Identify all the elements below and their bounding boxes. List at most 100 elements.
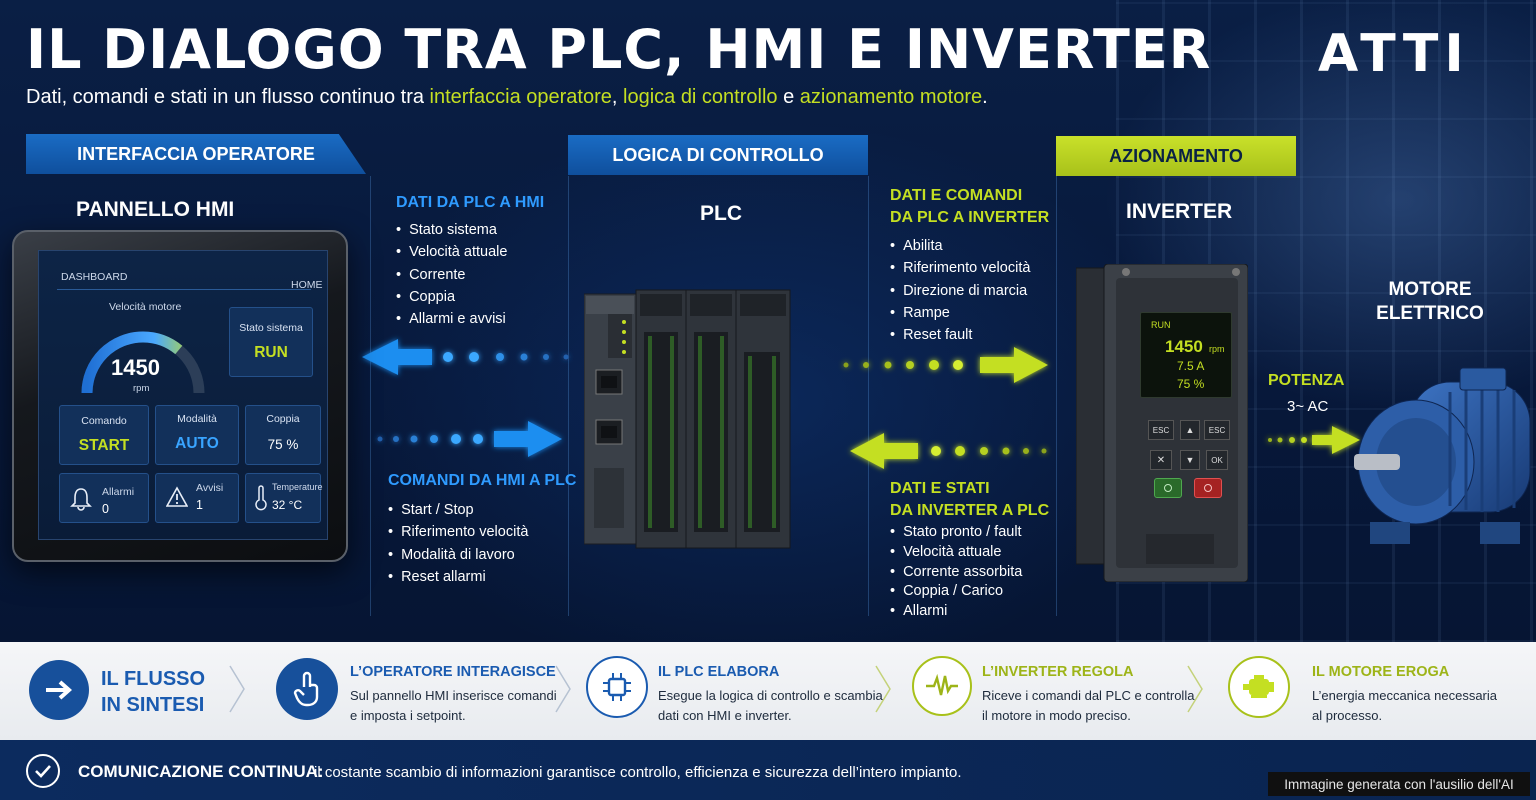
- list-item: Stato pronto / fault: [890, 523, 1022, 543]
- chevron-right-icon: [1187, 665, 1203, 713]
- hmi-tile-mode[interactable]: Modalità AUTO: [155, 405, 239, 465]
- inverter-load: 75 %: [1177, 377, 1205, 391]
- start-icon: [1164, 484, 1172, 492]
- waveform-icon: [912, 656, 972, 716]
- inverter-key-up[interactable]: ▲: [1180, 420, 1200, 440]
- list-item: Velocità attuale: [890, 543, 1022, 563]
- banner-operator-interface: INTERFACCIA OPERATORE: [26, 134, 366, 174]
- summary-title-line: IL FLUSSO: [101, 668, 206, 690]
- step-title-plc: IL PLC ELABORA: [658, 664, 780, 680]
- list-item: Corrente assorbita: [890, 563, 1022, 583]
- section-title-hmi: PANNELLO HMI: [76, 198, 235, 221]
- list-item: Coppia / Carico: [890, 582, 1022, 602]
- power-label: POTENZA: [1268, 372, 1345, 389]
- section-title-motor: MOTORE ELETTRICO: [1376, 279, 1484, 324]
- arrow-right-icon: [29, 660, 89, 720]
- inverter-status: RUN: [1151, 320, 1171, 330]
- section-title-plc: PLC: [700, 202, 742, 225]
- inverter-key-ok[interactable]: OK: [1206, 450, 1228, 470]
- inverter-key-down[interactable]: ▼: [1180, 450, 1200, 470]
- arrow-plc-to-inverter: [843, 347, 1048, 383]
- triangle-up-icon: ▲: [1185, 425, 1195, 435]
- list-item: Reset allarmi: [388, 566, 528, 588]
- summary-title: IL FLUSSO IN SINTESI: [101, 666, 205, 718]
- subtitle-highlight-operator: interfaccia operatore: [429, 86, 612, 108]
- inverter-key-close[interactable]: ✕: [1150, 450, 1172, 470]
- tile-value: 32 °C: [272, 498, 303, 512]
- check-circle-icon: [26, 754, 60, 788]
- inverter-speed: 1450: [1165, 337, 1203, 356]
- hmi-tile-command[interactable]: Comando START: [59, 405, 149, 465]
- page-title: IL DIALOGO TRA PLC, HMI E INVERTER: [26, 18, 1212, 81]
- inverter-key-esc-2[interactable]: ESC: [1204, 420, 1230, 440]
- tile-value: 0: [102, 502, 109, 516]
- tile-value: RUN: [254, 344, 288, 361]
- step-text-line: dati con HMI e inverter.: [658, 708, 792, 723]
- step-text-line: e imposta i setpoint.: [350, 708, 466, 723]
- list-item: Direzione di marcia: [890, 280, 1030, 302]
- flow-title-inverter-to-plc: DATI E STATI DA INVERTER A PLC: [890, 478, 1049, 522]
- step-text-line: al processo.: [1312, 708, 1383, 723]
- hmi-tile-temperature[interactable]: Temperature 32 °C: [245, 473, 323, 523]
- tile-label: Avvisi: [196, 482, 224, 494]
- flow-arrows: [362, 339, 1360, 469]
- list-item: Abilita: [890, 235, 1030, 257]
- hmi-speed-unit: rpm: [133, 383, 150, 394]
- chevron-right-icon: [875, 665, 891, 713]
- tile-label: Coppia: [266, 413, 300, 425]
- flow-title-line: DATI E STATI: [890, 480, 990, 497]
- banner-control-logic: LOGICA DI CONTROLLO: [568, 135, 868, 175]
- divider: [1056, 176, 1057, 616]
- touch-hand-icon: [276, 658, 338, 720]
- flow-title-line: DATI E COMANDI: [890, 187, 1023, 204]
- tile-label: Stato sistema: [239, 322, 303, 334]
- hmi-home-button[interactable]: HOME: [291, 279, 323, 291]
- chevron-right-icon: [229, 665, 245, 713]
- summary-title-line: IN SINTESI: [101, 694, 205, 716]
- divider: [568, 176, 569, 616]
- divider: [868, 176, 869, 616]
- inverter-stop-button[interactable]: [1194, 478, 1222, 498]
- tile-value: 1: [196, 498, 203, 512]
- subtitle-text: e: [777, 86, 800, 108]
- warning-icon: [166, 486, 188, 507]
- page-subtitle: Dati, comandi e stati in un flusso conti…: [26, 86, 988, 109]
- hmi-tile-alarms[interactable]: Allarmi 0: [59, 473, 149, 523]
- step-title-motor: IL MOTORE EROGA: [1312, 664, 1450, 680]
- inverter-speed-unit: rpm: [1209, 344, 1225, 354]
- hmi-tile-system-status[interactable]: Stato sistema RUN: [229, 307, 313, 377]
- tile-value: START: [78, 437, 130, 454]
- inverter-start-button[interactable]: [1154, 478, 1182, 498]
- flow-list-plc-to-hmi: Stato sistema Velocità attuale Corrente …: [396, 219, 507, 330]
- chevron-right-icon: [555, 665, 571, 713]
- list-item: Stato sistema: [396, 219, 507, 241]
- flow-title-line: DA INVERTER A PLC: [890, 502, 1050, 519]
- chip-icon: [586, 656, 648, 718]
- list-item: Allarmi e avvisi: [396, 308, 507, 330]
- tile-label: Temperature: [272, 482, 323, 492]
- electric-motor: [1354, 367, 1531, 544]
- subtitle-text: ,: [611, 86, 623, 108]
- flow-list-plc-to-inverter: Abilita Riferimento velocità Direzione d…: [890, 235, 1030, 346]
- inverter-key-esc[interactable]: ESC: [1148, 420, 1174, 440]
- hmi-speed-gauge: [81, 331, 205, 394]
- footer-strong: COMUNICAZIONE CONTINUA:: [78, 762, 324, 781]
- footer-text: il costante scambio di informazioni gara…: [314, 764, 962, 781]
- list-item: Riferimento velocità: [890, 257, 1030, 279]
- triangle-down-icon: ▼: [1185, 455, 1195, 465]
- step-text-line: Esegue la logica di controllo e scambia: [658, 688, 883, 703]
- list-item: Riferimento velocità: [388, 521, 528, 543]
- brand-logo: ATTI: [1318, 24, 1470, 84]
- tile-label: Allarmi: [102, 486, 135, 498]
- hmi-dashboard-tab[interactable]: DASHBOARD: [61, 271, 128, 283]
- subtitle-highlight-control: logica di controllo: [623, 86, 778, 108]
- power-icon: [1204, 484, 1212, 492]
- tile-label: Comando: [81, 415, 127, 427]
- hmi-tile-warnings[interactable]: Avvisi 1: [155, 473, 239, 523]
- step-text-line: L’energia meccanica necessaria: [1312, 688, 1497, 703]
- flow-title-plc-to-hmi: DATI DA PLC A HMI: [396, 194, 545, 211]
- hmi-speed-label: Velocità motore: [109, 301, 182, 313]
- hmi-tile-torque[interactable]: Coppia 75 %: [245, 405, 321, 465]
